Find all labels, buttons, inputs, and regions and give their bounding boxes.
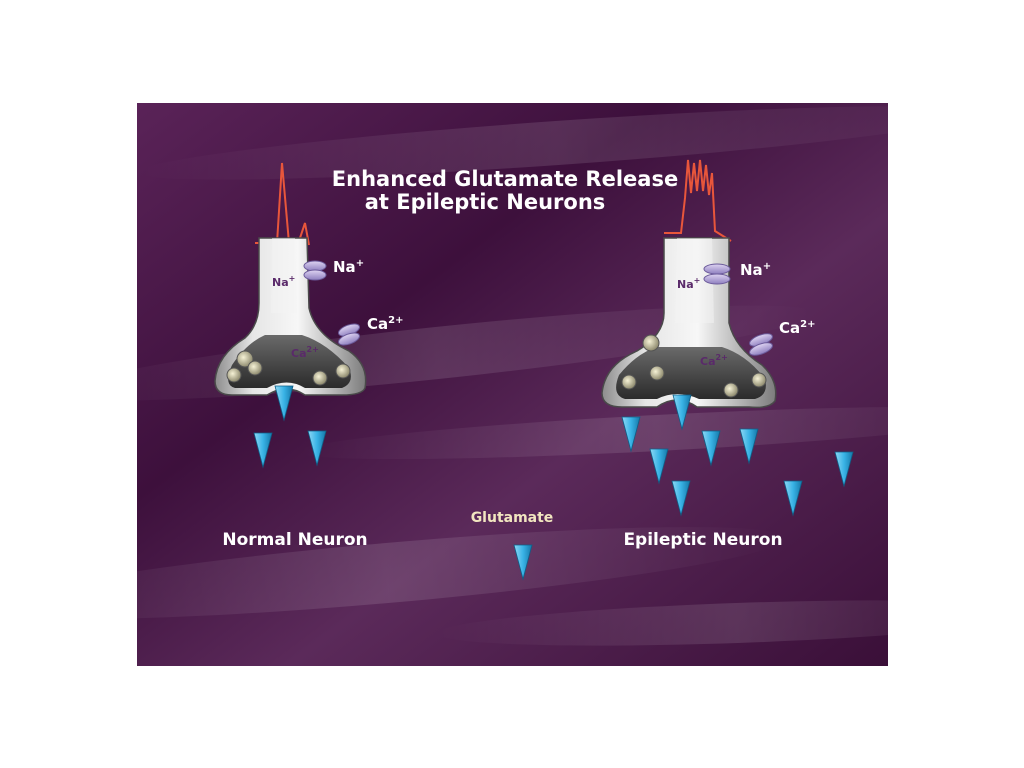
epileptic-glutamate-icon bbox=[672, 394, 692, 431]
epileptic-na-inside-label: Na+ bbox=[677, 276, 700, 291]
epileptic-vesicles bbox=[621, 334, 767, 398]
normal-na-outside-label: Na+ bbox=[333, 258, 364, 276]
epileptic-na-channel-icon bbox=[703, 263, 731, 285]
epileptic-spike-icon bbox=[664, 159, 732, 242]
epileptic-glutamate-icon bbox=[701, 430, 721, 467]
normal-ca-outside-label: Ca2+ bbox=[367, 315, 403, 333]
epileptic-neuron-label: Epileptic Neuron bbox=[623, 530, 782, 550]
glutamate-molecules bbox=[253, 385, 854, 581]
normal-neuron-label: Normal Neuron bbox=[222, 530, 367, 550]
epileptic-glutamate-icon bbox=[783, 480, 803, 517]
epileptic-na-outside-label: Na+ bbox=[740, 261, 771, 279]
diagram-title-line-2: at Epileptic Neurons bbox=[365, 190, 606, 214]
diagram-title-line-1: Enhanced Glutamate Release bbox=[332, 167, 678, 191]
normal-ca-channel-icon bbox=[338, 323, 360, 346]
diagram-panel: Enhanced Glutamate Release at Epileptic … bbox=[137, 103, 888, 666]
normal-vesicles bbox=[226, 350, 351, 386]
epileptic-glutamate-icon bbox=[621, 416, 641, 453]
background-streaks bbox=[137, 106, 888, 646]
normal-glutamate-icon bbox=[274, 385, 294, 422]
normal-glutamate-icon bbox=[307, 430, 327, 467]
normal-glutamate-icon bbox=[253, 432, 273, 469]
diagram-canvas: Enhanced Glutamate Release at Epileptic … bbox=[137, 103, 888, 666]
normal-na-channel-icon bbox=[303, 260, 327, 281]
epileptic-ca-inside-label: Ca2+ bbox=[700, 353, 728, 368]
epileptic-glutamate-icon bbox=[739, 428, 759, 465]
legend-glutamate-icon bbox=[513, 544, 533, 581]
epileptic-ca-outside-label: Ca2+ bbox=[779, 319, 815, 337]
normal-ca-inside-label: Ca2+ bbox=[291, 345, 319, 360]
epileptic-ca-channel-icon bbox=[749, 333, 773, 356]
epileptic-glutamate-icon bbox=[649, 448, 669, 485]
epileptic-glutamate-icon bbox=[671, 480, 691, 517]
glutamate-legend-label: Glutamate bbox=[471, 510, 554, 526]
normal-na-inside-label: Na+ bbox=[272, 274, 295, 289]
epileptic-glutamate-icon bbox=[834, 451, 854, 488]
